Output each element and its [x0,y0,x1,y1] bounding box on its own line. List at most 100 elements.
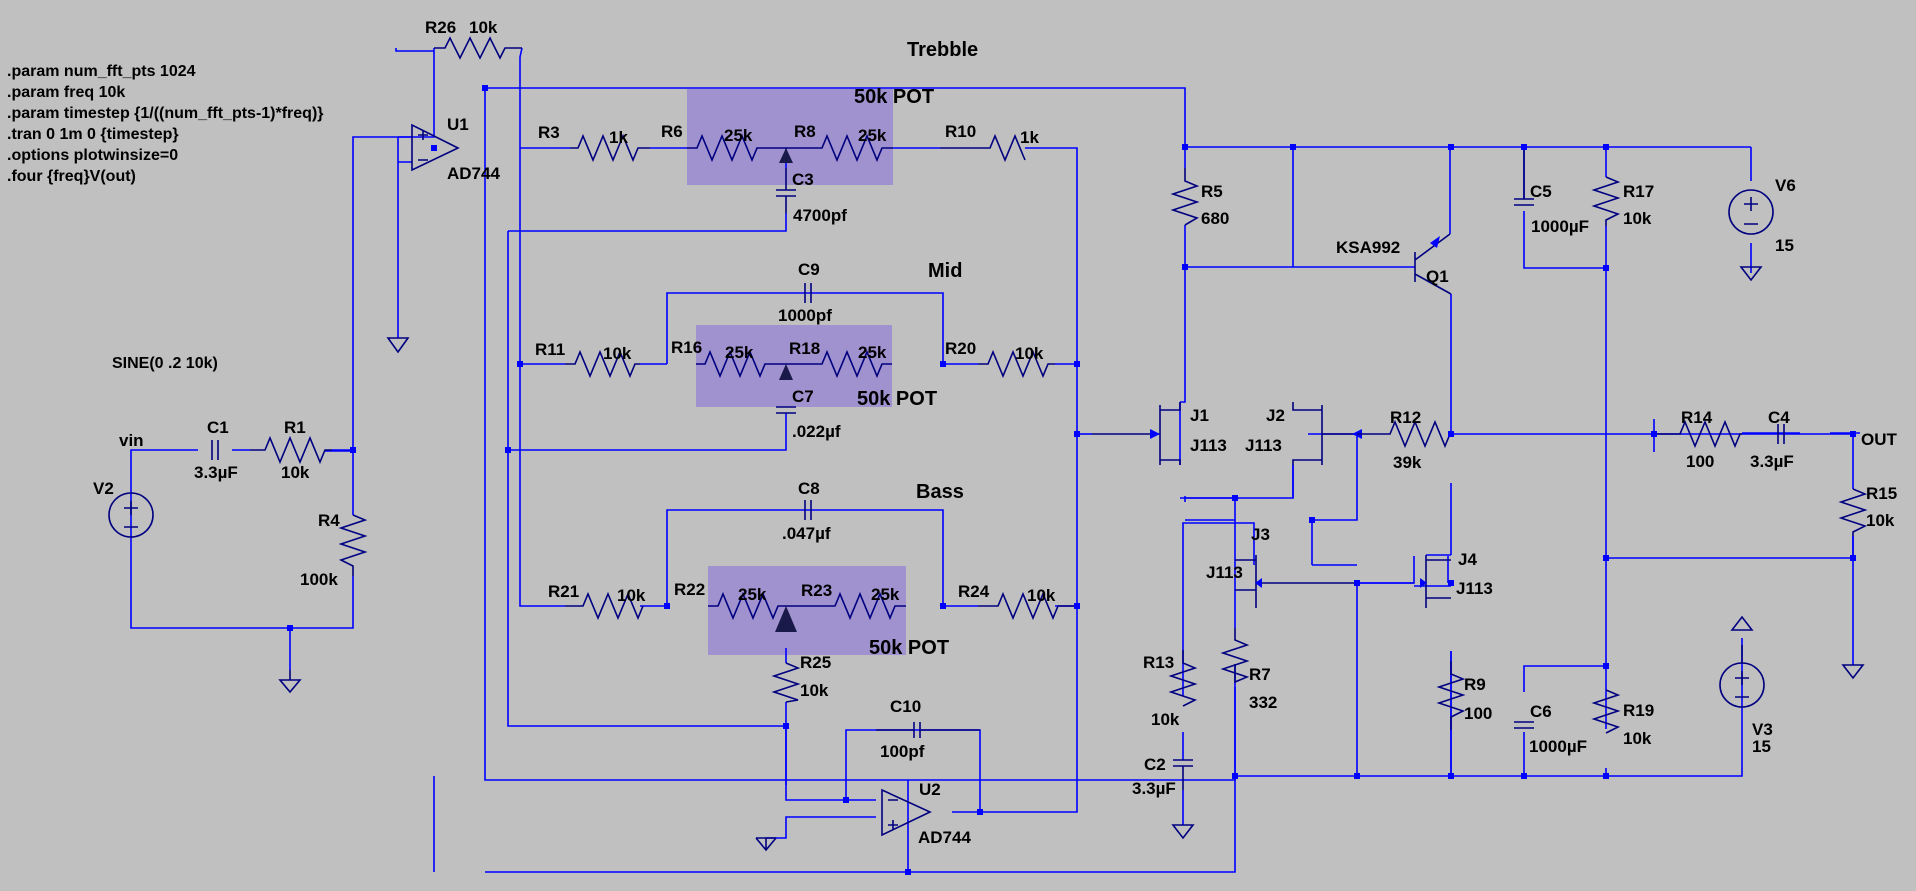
r17-resistor [1591,176,1621,226]
v3-source [1719,645,1765,708]
r4-name: R4 [318,511,340,530]
c2-capacitor [1173,759,1193,790]
junction-dot [1232,773,1238,779]
junction-dot [1521,144,1527,150]
directive-line: .four {freq}V(out) [7,168,136,185]
c9-name: C9 [798,260,820,279]
c2-value: 3.3µF [1132,779,1176,798]
r12-value: 39k [1393,453,1422,472]
c9-capacitor [804,283,812,303]
j3-value: J113 [1206,563,1243,582]
supply-v3-icon [1730,615,1754,631]
u2-name: U2 [919,780,941,799]
junction-dot [783,723,789,729]
junction-dot [1850,431,1856,437]
ground-symbols [278,266,1865,852]
directive-line: .param freq 10k [7,84,125,101]
r9-value: 100 [1464,704,1492,723]
c10-name: C10 [890,697,921,716]
junction-dot [482,85,488,91]
r5-name: R5 [1201,182,1223,201]
r7-name: R7 [1249,665,1271,684]
net-out: OUT [1861,430,1898,449]
u1-name: U1 [447,115,469,134]
r18-name: R18 [789,339,820,358]
r25-resistor [771,662,801,703]
j3-name: J3 [1251,525,1270,544]
r3-resistor [570,133,650,163]
c7-name: C7 [792,387,814,406]
treble-pot-label: 50k POT [854,86,934,108]
junction-dot [664,603,670,609]
junction-dot [940,361,946,367]
r9-name: R9 [1464,675,1486,694]
r16-value: 25k [725,343,754,362]
mid-pot-label: 50k POT [857,388,937,410]
q1-transistor [1414,233,1452,295]
j2-value: J113 [1245,436,1282,455]
r23-resistor [786,591,906,621]
r5-resistor [1170,168,1200,226]
r6-resistor [687,133,786,163]
junction-dot [517,361,523,367]
c8-value: .047µf [782,524,831,543]
r26-value: 10k [469,18,498,37]
r12-resistor [1357,419,1451,449]
r1-value: 10k [281,463,310,482]
c6-name: C6 [1530,702,1552,721]
v2-name: V2 [93,479,114,498]
r12-name: R12 [1390,408,1421,427]
junction-dot [1603,144,1609,150]
c5-name: C5 [1530,182,1552,201]
c1-name: C1 [207,418,229,437]
v6-source [1728,189,1774,235]
junction-dot [1074,603,1080,609]
r24-resistor [978,591,1077,621]
c6-capacitor [1514,721,1534,729]
junction-dot [350,447,356,453]
r14-resistor [1654,419,1742,449]
source-label: SINE(0 .2 10k) [112,355,218,372]
directive-line: .param num_fft_pts 1024 [7,63,196,80]
c7-value: .022µf [792,422,841,441]
junction-dot [977,809,983,815]
v3-name: V3 [1752,720,1773,739]
junction-dot [287,625,293,631]
r8-name: R8 [794,122,816,141]
junction-dot [1603,555,1609,561]
ground-v6-icon [1739,266,1763,282]
ground-r15-icon [1841,664,1865,680]
c4-name: C4 [1768,408,1790,427]
r11-resistor [565,349,640,379]
u2-value: AD744 [918,828,971,847]
c4-value: 3.3µF [1750,452,1794,471]
r13-value: 10k [1151,710,1180,729]
r22-name: R22 [674,580,705,599]
c10-capacitor [876,722,980,738]
c9-value: 1000pf [778,306,832,325]
r18-wiper-arrow [779,364,793,380]
c8-name: C8 [798,479,820,498]
r21-value: 10k [617,586,646,605]
r26-resistor [434,36,522,60]
r7-value: 332 [1249,693,1277,712]
junction-dot [905,869,911,875]
r22-value: 25k [738,585,767,604]
j1-value: J113 [1190,436,1227,455]
junction-dot [1448,773,1454,779]
spice-directives: .param num_fft_pts 1024 .param freq 10k … [7,63,324,185]
j4-name: J4 [1458,550,1477,569]
junction-dot [940,603,946,609]
ground-u2-icon [755,837,777,852]
j2-jfet [1292,402,1362,465]
c8-capacitor [804,500,812,520]
r23-wiper-arrow [775,606,797,632]
junction-dot [1603,663,1609,669]
directive-line: .tran 0 1m 0 {timestep} [7,126,179,143]
r5-value: 680 [1201,209,1229,228]
q1-value: KSA992 [1336,238,1400,257]
r20-value: 10k [1015,344,1044,363]
directive-line: .param timestep {1/((num_fft_pts-1)*freq… [7,105,324,122]
r26-name: R26 [425,18,456,37]
r18-resistor [786,349,892,379]
